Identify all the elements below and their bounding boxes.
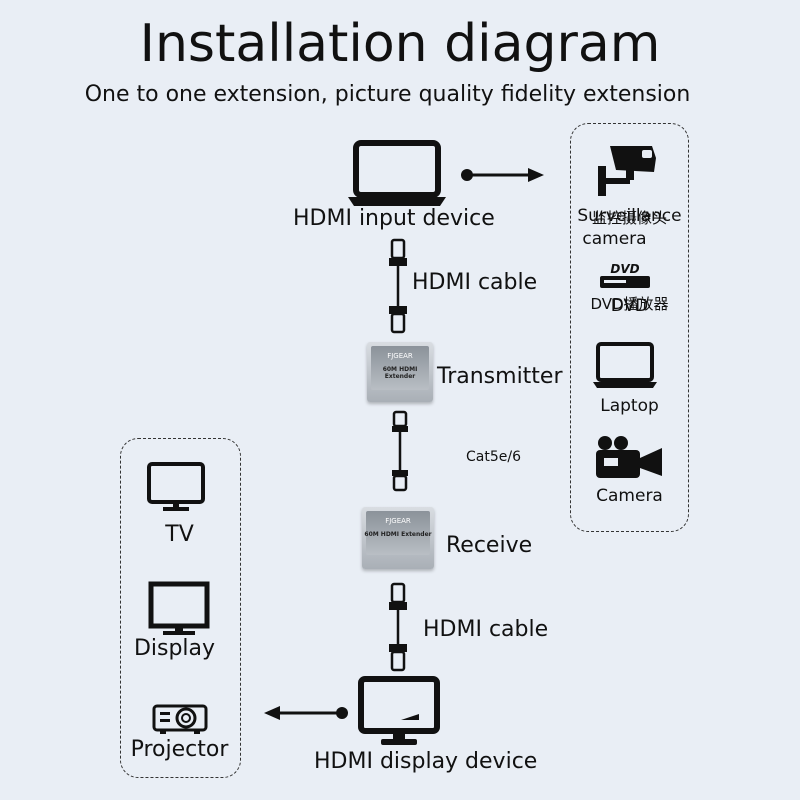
hdmi-cable-bottom-icon <box>389 582 407 672</box>
transmitter-brand: FJGEAR <box>387 352 413 360</box>
projector-icon <box>152 704 208 734</box>
laptop-label: Laptop <box>600 396 659 416</box>
hdmi-cable-top-icon <box>389 238 407 334</box>
cat-cable-label: Cat5e/6 <box>466 449 521 465</box>
surveillance-label-line1: Surveillance <box>577 206 682 226</box>
laptop-icon <box>593 342 657 388</box>
receiver-model: 60M HDMI Extender <box>364 531 432 538</box>
dvd-overlay-text: DVD播放器 <box>590 295 669 313</box>
input-device-label: HDMI input device <box>293 206 495 231</box>
projector-label: Projector <box>130 737 229 762</box>
dvd-player-icon: DVD <box>600 262 650 288</box>
surveillance-overlay-text: 监控摄像头 <box>591 209 667 227</box>
surveillance-camera-icon <box>598 146 656 196</box>
camera-label: Camera <box>596 486 663 506</box>
arrow-left-icon <box>264 706 348 720</box>
source-devices-panel <box>570 123 689 532</box>
dvd-label: DVD <box>610 296 649 316</box>
cat-cable-icon <box>392 410 408 492</box>
dvd-body-icon <box>600 276 650 288</box>
diagram-subtitle: One to one extension, picture quality fi… <box>84 82 691 107</box>
monitor-output-icon <box>358 676 440 745</box>
display-icon <box>148 581 210 635</box>
output-devices-panel <box>120 438 241 778</box>
hdmi-cable-top-label: HDMI cable <box>412 270 538 295</box>
laptop-input-icon <box>348 140 446 206</box>
tv-icon <box>147 462 205 511</box>
transmitter-model: 60M HDMI Extender <box>382 366 418 380</box>
transmitter-device: FJGEAR 60M HDMI Extender <box>367 342 433 402</box>
hdmi-cable-bottom-label: HDMI cable <box>423 617 549 642</box>
receiver-brand: FJGEAR <box>385 517 411 525</box>
diagram-title: Installation diagram <box>139 14 661 74</box>
display-label: Display <box>133 636 216 661</box>
display-device-label: HDMI display device <box>314 749 538 774</box>
arrow-right-icon <box>461 168 544 182</box>
receiver-device: FJGEAR 60M HDMI Extender <box>362 507 434 569</box>
tv-label: TV <box>165 522 194 547</box>
dvd-logo-text: DVD <box>610 262 640 276</box>
camera-icon <box>596 436 662 478</box>
receiver-label: Receive <box>446 533 533 558</box>
surveillance-label-line2: camera <box>582 229 647 249</box>
transmitter-label: Transmitter <box>437 364 563 389</box>
